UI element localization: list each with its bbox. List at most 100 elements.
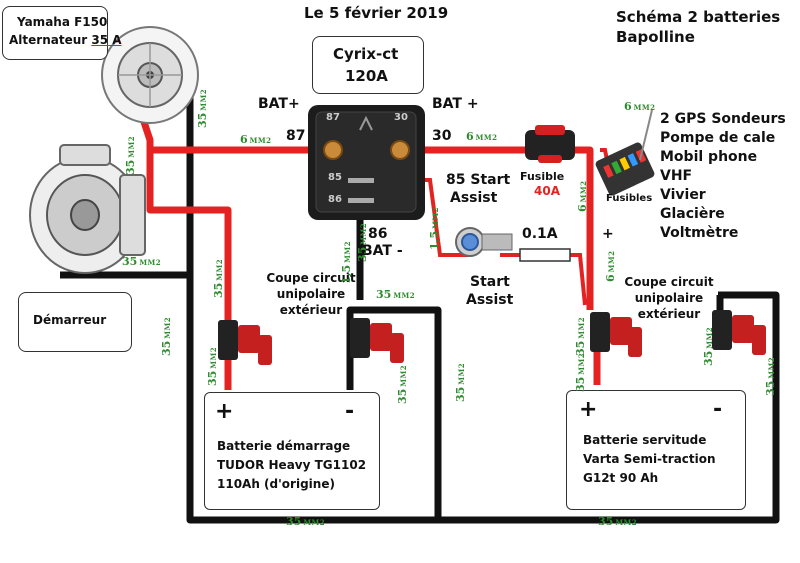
wire-unit: MM2 [399, 364, 408, 387]
wire-gauge: 35 [122, 255, 138, 268]
diagram-title-line1: Schéma 2 batteries [616, 8, 781, 26]
wire-gauge: 35 [124, 159, 137, 175]
service-plus-sign: + [602, 226, 614, 242]
wire-unit: MM2 [431, 206, 440, 229]
load-item: Mobil phone [660, 149, 758, 165]
small-fuse [519, 248, 571, 262]
bat-plus-left-label: BAT+ [258, 96, 300, 112]
wire-unit: MM2 [705, 326, 714, 349]
wire-gauge: 35 [702, 350, 715, 366]
bat-plus-right-label: BAT + [432, 96, 479, 112]
wire-gauge: 35 [160, 340, 173, 356]
start-assist-line1: Start [470, 274, 510, 290]
wire-label-red-left: 35MM2 [212, 259, 225, 298]
wire-gauge: 35 [396, 388, 409, 404]
wire-gauge: 6 [604, 274, 617, 282]
alternator-rating-value: 35 A [91, 33, 122, 47]
wire-label-86-black: 35MM2 [356, 223, 369, 262]
battery-service-line: G12t 90 Ah [583, 471, 659, 485]
battery-service-text: Batterie servitude Varta Semi-traction G… [583, 431, 716, 488]
alternator-icon [101, 26, 199, 124]
battery-start-plus: + [215, 399, 234, 424]
terminal-85-mark: 85 [328, 172, 342, 183]
alternator-model: Yamaha F150 [17, 15, 108, 29]
wire-unit: MM2 [139, 258, 162, 267]
switch-left-line: extérieur [279, 303, 343, 317]
battery-service-plus: + [579, 397, 598, 422]
wire-gauge: 35 [356, 246, 369, 262]
wire-unit: MM2 [615, 518, 638, 527]
label-30: 30 [432, 128, 452, 144]
wire-unit: MM2 [199, 88, 208, 111]
start-assist-button [455, 227, 513, 257]
wire-gauge: 35 [286, 515, 302, 528]
switch-right-label: Coupe circuit unipolaire extérieur [614, 274, 724, 322]
terminal-30-mark: 30 [394, 112, 408, 123]
wire-unit: MM2 [579, 180, 588, 203]
fuse-box-label: Fusibles [606, 193, 653, 204]
wire-label-black-right-left: 35MM2 [454, 363, 467, 402]
load-item: VHF [660, 168, 693, 184]
fuse-box [595, 109, 655, 196]
battery-start: + - Batterie démarrage TUDOR Heavy TG110… [204, 392, 380, 510]
wire-label-serv-plus: 35MM2 [574, 317, 587, 356]
wire-unit: MM2 [359, 222, 368, 245]
battery-switch-service-neg [712, 310, 766, 355]
label-87: 87 [286, 128, 306, 144]
wire-gauge: 6 [466, 130, 474, 143]
starter-label: Démarreur [33, 313, 107, 327]
switch-left-line: unipolaire [276, 287, 346, 301]
load-item: Voltmètre [660, 225, 739, 241]
battery-start-line: 110Ah (d'origine) [217, 477, 335, 491]
wire-unit: MM2 [249, 136, 272, 145]
wire-unit: MM2 [163, 316, 172, 339]
starter-motor-icon [29, 144, 146, 274]
relay-name: Cyrix-ct [333, 45, 399, 63]
wire-label-15-86: 1,5MM2 [340, 241, 353, 284]
diagram-title-line2: Bapolline [616, 28, 695, 46]
battery-start-line: Batterie démarrage [217, 439, 351, 453]
diagram-date: Le 5 février 2019 [304, 4, 449, 22]
wire-label-15-85: 1,5MM2 [428, 207, 441, 250]
switch-right-line: extérieur [637, 307, 701, 321]
bottom-ground-wire [186, 291, 780, 524]
wire-gauge: 35 [206, 370, 219, 386]
switch-left-label: Coupe circuit unipolaire extérieur [256, 270, 366, 318]
switch-right-line: unipolaire [634, 291, 704, 305]
battery-switch-service-pos [590, 312, 642, 357]
starter-label-box: Démarreur [18, 292, 132, 352]
fuse-value: 40A [534, 184, 560, 198]
wire-gauge: 1,5 [340, 264, 353, 284]
label-86-line1: 86 [368, 226, 388, 242]
battery-service-minus: - [713, 397, 723, 422]
wire-label-top-alt: 35MM2 [196, 89, 209, 128]
wire-unit: MM2 [767, 356, 776, 379]
load-item: Glacière [660, 206, 725, 222]
alternator-label-box: Yamaha F150 Alternateur 35 A [2, 6, 122, 60]
loads-list: 2 GPS Sondeurs Pompe de cale Mobil phone… [660, 110, 786, 243]
terminal-86-mark: 86 [328, 194, 342, 205]
wire-gauge: 6 [624, 100, 632, 113]
wire-unit: MM2 [457, 362, 466, 385]
wire-gauge: 35 [212, 282, 225, 298]
wire-unit: MM2 [209, 346, 218, 369]
battery-start-text: Batterie démarrage TUDOR Heavy TG1102 11… [217, 437, 366, 494]
small-fuse-label: 0.1A [522, 226, 558, 242]
wire-gauge: 6 [240, 133, 248, 146]
wire-gauge: 35 [598, 515, 614, 528]
battery-switch-start-pos [218, 320, 272, 365]
wire-label-alt-down: 35MM2 [124, 136, 137, 175]
wire-label-fuse-down: 6MM2 [576, 180, 589, 212]
battery-start-minus: - [345, 399, 355, 424]
fuse-to-service-wire [575, 146, 594, 310]
wire-unit: MM2 [475, 133, 498, 142]
start-assist-line2: Assist [466, 292, 514, 308]
main-fuse-holder [525, 125, 575, 163]
wire-unit: MM2 [393, 291, 416, 300]
wire-label-starter-down: 35MM2 [160, 317, 173, 356]
